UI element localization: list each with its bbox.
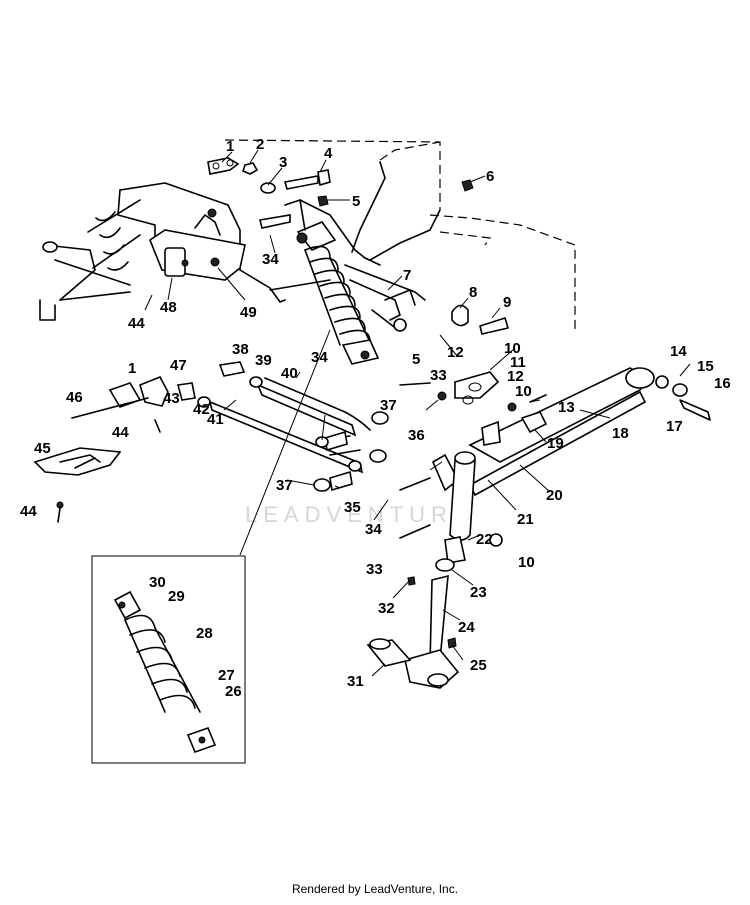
callout-7: 7 <box>403 267 411 284</box>
callout-27: 27 <box>218 667 235 684</box>
callout-12a: 12 <box>447 344 464 361</box>
callout-11: 11 <box>510 354 526 371</box>
callout-13: 13 <box>558 399 575 416</box>
callout-9: 9 <box>503 294 511 311</box>
callout-10c: 10 <box>518 554 535 571</box>
main-shock-absorber <box>284 199 380 365</box>
callout-34a: 34 <box>262 251 279 268</box>
callout-33b: 33 <box>366 561 383 578</box>
inset-leader-line <box>239 329 331 556</box>
callout-44b: 44 <box>112 424 129 441</box>
callout-49: 49 <box>240 304 257 321</box>
callout-30: 30 <box>149 574 166 591</box>
callout-20: 20 <box>546 487 563 504</box>
left-hardware <box>56 361 263 523</box>
callout-39: 39 <box>255 352 272 369</box>
callout-24: 24 <box>458 619 475 636</box>
callout-15: 15 <box>697 358 714 375</box>
callout-37a: 37 <box>380 397 397 414</box>
callout-32: 32 <box>378 600 395 617</box>
shock-mount-bracket <box>149 208 246 281</box>
callout-44a: 44 <box>128 315 145 332</box>
callout-46: 46 <box>66 389 83 406</box>
callout-29: 29 <box>168 588 185 605</box>
callout-47: 47 <box>170 357 187 374</box>
top-hardware <box>207 157 474 229</box>
callout-35: 35 <box>344 499 361 516</box>
chassis-frame <box>117 161 441 303</box>
callout-2: 2 <box>256 136 264 153</box>
callout-3: 3 <box>279 154 287 171</box>
callout-45: 45 <box>34 440 51 457</box>
leader-lines <box>144 149 691 677</box>
callout-labels: 1 2 3 4 5 6 7 8 9 10 11 12 12 10 13 14 1… <box>20 136 731 700</box>
upper-bracket <box>399 371 548 539</box>
callout-18: 18 <box>612 425 629 442</box>
callout-17: 17 <box>666 418 683 435</box>
footer-credit: Rendered by LeadVenture, Inc. <box>291 882 459 896</box>
lower-arm-rods <box>208 377 371 474</box>
callout-36: 36 <box>408 427 425 444</box>
callout-48: 48 <box>160 299 177 316</box>
spindle-assembly <box>366 451 503 689</box>
callout-37b: 37 <box>276 477 293 494</box>
left-shock-background <box>39 199 141 321</box>
callout-40: 40 <box>281 365 298 382</box>
callout-14: 14 <box>670 343 687 360</box>
callout-44c: 44 <box>20 503 37 520</box>
callout-28: 28 <box>196 625 213 642</box>
bushings <box>313 411 389 492</box>
callout-31: 31 <box>347 673 364 690</box>
inset-shock <box>113 590 217 754</box>
callout-6: 6 <box>486 168 494 185</box>
callout-33a: 33 <box>430 367 447 384</box>
steering-link <box>349 279 509 335</box>
callout-26: 26 <box>225 683 242 700</box>
callout-34c: 34 <box>365 521 382 538</box>
callout-19: 19 <box>547 435 564 452</box>
callout-1: 1 <box>226 138 234 155</box>
watermark: LEADVENTURE <box>245 502 474 527</box>
callout-34b: 34 <box>311 349 328 366</box>
callout-8: 8 <box>469 284 477 301</box>
callout-41: 41 <box>207 411 224 428</box>
callout-5: 5 <box>352 193 360 210</box>
skid-plate <box>33 447 122 476</box>
callout-43: 43 <box>163 390 180 407</box>
frame-outline <box>224 139 576 330</box>
callout-12b: 12 <box>507 368 524 385</box>
callout-10a: 10 <box>504 340 521 357</box>
callout-21: 21 <box>517 511 534 528</box>
callout-22: 22 <box>476 531 493 548</box>
callout-38: 38 <box>232 341 249 358</box>
callout-23: 23 <box>470 584 487 601</box>
callout-4: 4 <box>324 145 333 162</box>
callout-42: 42 <box>193 401 210 418</box>
callout-10b: 10 <box>515 383 532 400</box>
inset-frame <box>91 555 246 764</box>
callout-25: 25 <box>470 657 487 674</box>
callout-1b: 1 <box>128 360 136 377</box>
callout-5b: 5 <box>412 351 420 368</box>
callout-16: 16 <box>714 375 731 392</box>
